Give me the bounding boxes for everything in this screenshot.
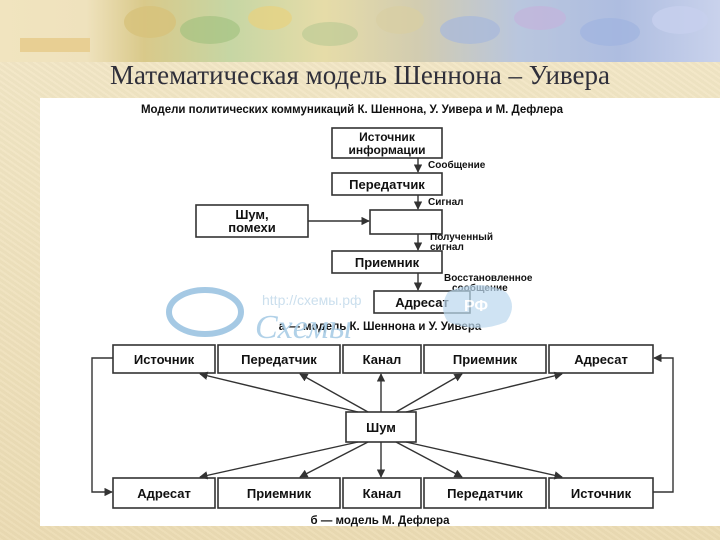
bottom-receiver-box [217,477,341,509]
bottom-source-box [548,477,654,509]
watermark-brand: Схемы [255,309,352,346]
watermark-suffix: РФ [464,298,488,315]
top-transmitter-box [217,344,341,374]
receiver-label: Приемник [355,255,420,270]
transmitter-label: Передатчик [349,177,425,192]
arrow-noise-top-source [199,371,359,413]
caption-model-b: б — модель М. Дефлера [311,515,451,527]
receiver-box [331,250,443,274]
transmitter-box [331,172,443,196]
arrow-noise-bottom-receiver [299,441,369,478]
watermark: http://схемы.рф Схемы РФ [166,285,512,346]
leaf-shape [248,6,292,30]
decorative-leaf-banner [0,0,720,62]
leaf-shape [580,18,640,46]
label-received-signal-line1: Полученный [430,232,493,243]
caption-model-a: а — модель К. Шеннона и У. Уивера [279,321,482,333]
top-addressee-label: Адресат [574,352,628,367]
leaf-shape [302,22,358,46]
leaf-shape [376,6,424,34]
source-label-line1: Источник [359,130,416,144]
leaf-pattern [20,6,708,52]
bottom-addressee-label: Адресат [137,486,191,501]
arrow-noise-top-addressee [405,371,563,413]
bottom-source-label: Источник [571,486,632,501]
leaf-shape [440,16,500,44]
bottom-transmitter-box [423,477,547,509]
arrow-noise-bottom-transmitter [395,441,463,478]
addressee-label: Адресат [395,295,449,310]
diagram-header: Модели политических коммуникаций К. Шенн… [141,104,564,116]
top-addressee-box [548,344,654,374]
bottom-channel-box [342,477,422,509]
label-signal: Сигнал [428,197,464,208]
noise-b-box [345,411,417,443]
bottom-receiver-label: Приемник [247,486,312,501]
top-receiver-label: Приемник [453,352,518,367]
top-transmitter-label: Передатчик [241,352,317,367]
banner-bar [20,38,90,52]
leaf-shape [652,6,708,34]
label-restored-line1: Восстановленное [444,273,533,284]
watermark-badge [443,285,512,328]
source-label-line2: информации [349,143,426,157]
slide-title: Математическая модель Шеннона – Уивера [110,60,610,90]
feedback-left-loop [91,357,113,497]
top-source-box [112,344,216,374]
label-message: Сообщение [428,159,486,171]
arrow-noise-bottom-source [405,441,563,480]
top-channel-box [342,344,422,374]
arrow-noise-bottom-addressee [199,441,359,480]
top-channel-label: Канал [363,352,402,367]
leaf-shape [180,16,240,44]
noise-label-line2: помехи [228,220,276,235]
watermark-url: http://схемы.рф [262,292,362,308]
noise-box [195,204,309,238]
watermark-logo-ring [166,287,244,337]
bottom-channel-label: Канал [363,486,402,501]
leaf-shape [514,6,566,30]
top-source-label: Источник [134,352,195,367]
bottom-addressee-box [112,477,216,509]
feedback-right-loop [653,353,674,493]
noise-b-label: Шум [366,420,396,435]
source-box [331,127,443,159]
arrow-noise-top-transmitter [299,373,369,413]
channel-box [369,209,443,235]
bottom-transmitter-label: Передатчик [447,486,523,501]
leaf-shape [124,6,176,38]
noise-label-line1: Шум, [235,207,268,222]
label-received-signal-line2: сигнал [430,242,464,253]
arrow-noise-top-receiver [395,373,463,413]
top-receiver-box [423,344,547,374]
